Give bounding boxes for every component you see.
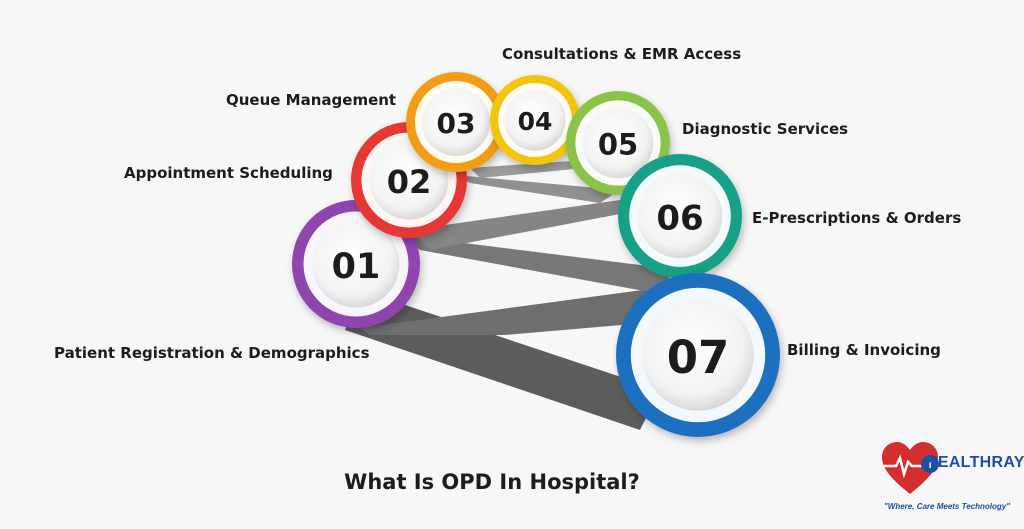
step-07-number: 07 (667, 331, 730, 384)
step-04-circle: 04 (490, 75, 580, 165)
road-segment-6 (470, 160, 585, 178)
road-segment-4 (410, 200, 620, 250)
page-title: What Is OPD In Hospital? (344, 470, 640, 494)
step-06-number: 06 (656, 199, 703, 239)
step-05-label: Diagnostic Services (682, 120, 849, 138)
heart-pulse-icon: T (882, 442, 939, 494)
step-01-label: Patient Registration & Demographics (54, 344, 370, 362)
step-07-circle: 07 (616, 273, 780, 437)
healthray-logo: T HEALTHRAY "Where, Care Meets Technolog… (880, 440, 1024, 520)
step-06-circle: 06 (618, 154, 742, 278)
svg-text:T: T (927, 460, 933, 471)
road-segment-2 (360, 285, 680, 335)
logo-brand-text: HEALTHRAY (926, 454, 1024, 471)
step-05-number: 05 (598, 127, 638, 161)
step-03-label: Queue Management (226, 91, 397, 109)
step-02-label: Appointment Scheduling (124, 164, 333, 182)
step-03-number: 03 (437, 107, 476, 140)
step-07-label: Billing & Invoicing (787, 341, 941, 359)
step-06-label: E-Prescriptions & Orders (752, 209, 962, 227)
step-02-number: 02 (387, 163, 432, 201)
step-04-label: Consultations & EMR Access (502, 45, 742, 63)
road-segment-3 (400, 235, 680, 292)
zigzag-road (345, 160, 680, 430)
step-04-number: 04 (518, 107, 553, 136)
logo-tagline: "Where, Care Meets Technology" (884, 502, 1010, 511)
step-01-circle: 01 (292, 200, 420, 328)
road-segment-5 (455, 175, 620, 203)
step-03-circle: 03 (406, 72, 506, 172)
step-01-number: 01 (332, 247, 381, 287)
